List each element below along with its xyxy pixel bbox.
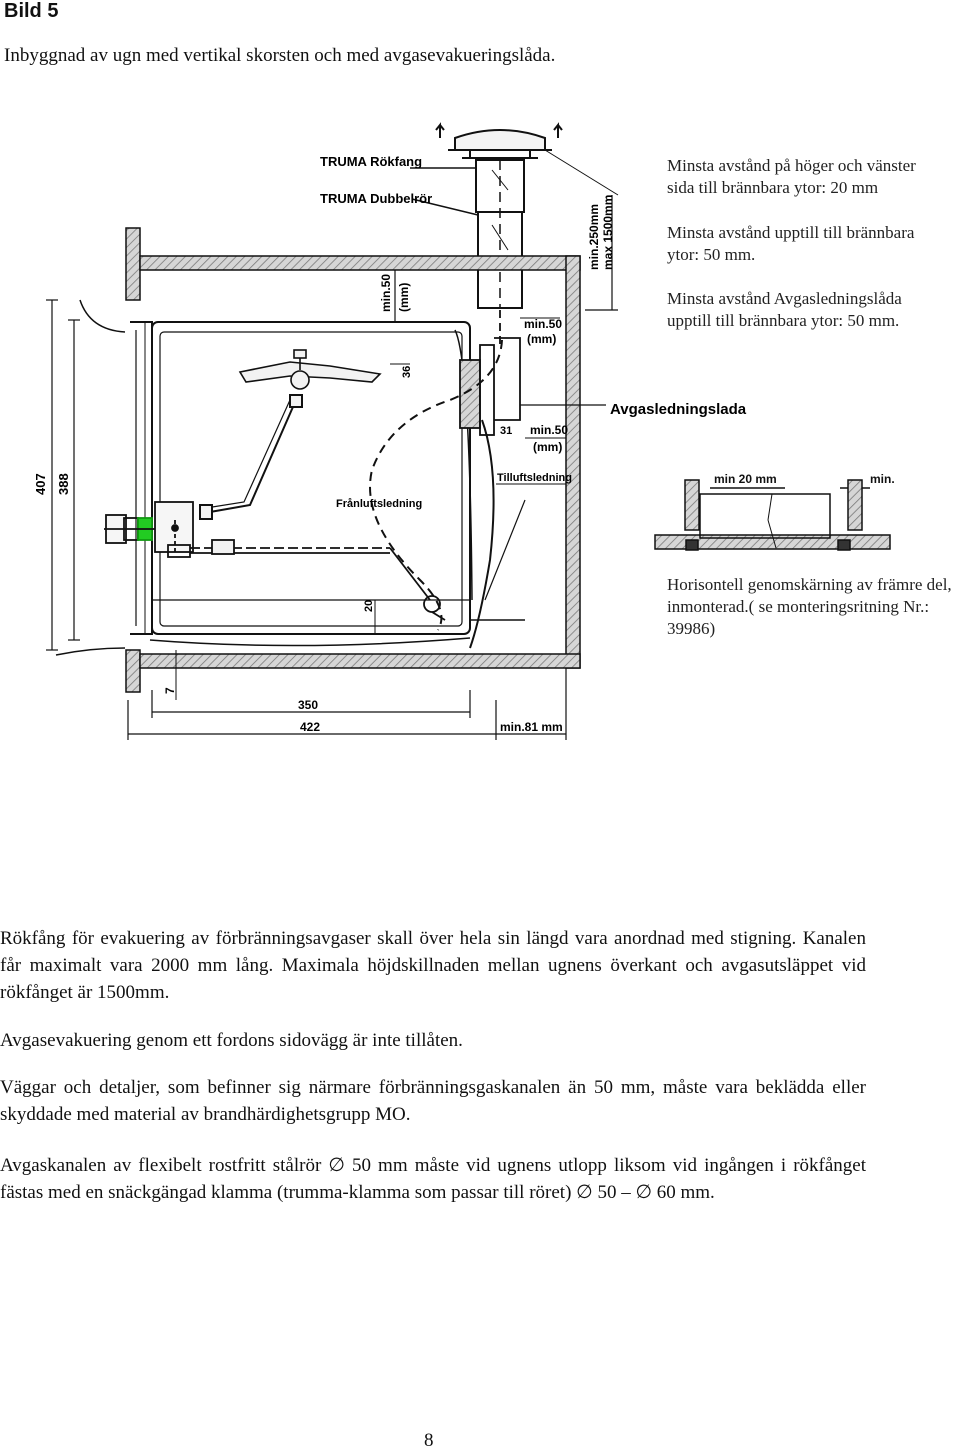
gas-pipe	[190, 539, 446, 621]
label-tilluft: Tilluftsledning	[497, 472, 572, 484]
page-number: 8	[424, 1430, 434, 1451]
gas-valve	[104, 501, 194, 558]
label-mm-top: (mm)	[397, 283, 411, 312]
label-dim36: 36	[401, 366, 413, 378]
label-dim31: 31	[500, 425, 512, 437]
franluft-pipe	[199, 394, 303, 520]
note-horizontal-section: Horisontell genomskärning av främre del,…	[667, 575, 952, 638]
label-avgasledningslada: Avgasledningslada	[610, 401, 747, 418]
label-dim350: 350	[298, 698, 318, 712]
label-dim407: 407	[33, 473, 48, 495]
exhaust-box	[459, 310, 521, 436]
label-dim7: 7	[163, 687, 177, 694]
chimney-pipe	[475, 159, 525, 309]
figure-subtitle: Inbyggnad av ugn med vertikal skorsten o…	[4, 45, 556, 66]
label-min20: min 20 mm	[714, 472, 777, 486]
label-franluft: Frånluftsledning	[336, 498, 422, 510]
label-mm-mid: (mm)	[527, 332, 556, 346]
horizontal-section: min 20 mm min.	[654, 472, 895, 551]
label-dim20: 20	[363, 600, 375, 612]
label-roekfang: TRUMA Rökfang	[320, 154, 422, 169]
oven-body	[130, 321, 473, 647]
oven-handle	[238, 349, 382, 390]
label-min50-top: min.50	[379, 274, 393, 312]
exhaust-hose	[369, 339, 503, 631]
label-dim388: 388	[56, 473, 71, 495]
paragraph-walls-protection: Väggar och detaljer, som befinner sig nä…	[0, 1077, 866, 1125]
tilluft-hose	[469, 419, 495, 649]
label-mm-low: (mm)	[533, 440, 562, 454]
label-dubbelroer: TRUMA Dubbelrör	[320, 191, 432, 206]
paragraph-exhaust-pipe: Avgaskanalen av flexibelt rostfritt stål…	[0, 1155, 866, 1203]
note-side-distance: Minsta avstånd på höger och vänster sida…	[667, 156, 916, 197]
label-min250: min.250mm	[587, 204, 601, 270]
cabinet-walls	[125, 227, 581, 693]
paragraph-flue-slope: Rökfång för evakuering av förbränningsav…	[0, 928, 866, 1003]
note-exhaust-box-distance: Minsta avstånd Avgasledningslåda upptill…	[667, 289, 902, 330]
label-max1500: max 1500mm	[601, 195, 615, 270]
label-dim422: 422	[300, 720, 320, 734]
note-top-distance: Minsta avstånd upptill till brännbara yt…	[667, 223, 915, 264]
chimney-cap	[435, 122, 563, 159]
label-min50-low: min.50	[530, 423, 568, 437]
label-min-right: min.	[870, 472, 895, 486]
page-heading: Bild 5	[4, 0, 59, 22]
label-min81: min.81 mm	[500, 720, 563, 734]
paragraph-sidewall: Avgasevakuering genom ett fordons sidovä…	[0, 1030, 463, 1051]
label-min50-mid: min.50	[524, 317, 562, 331]
